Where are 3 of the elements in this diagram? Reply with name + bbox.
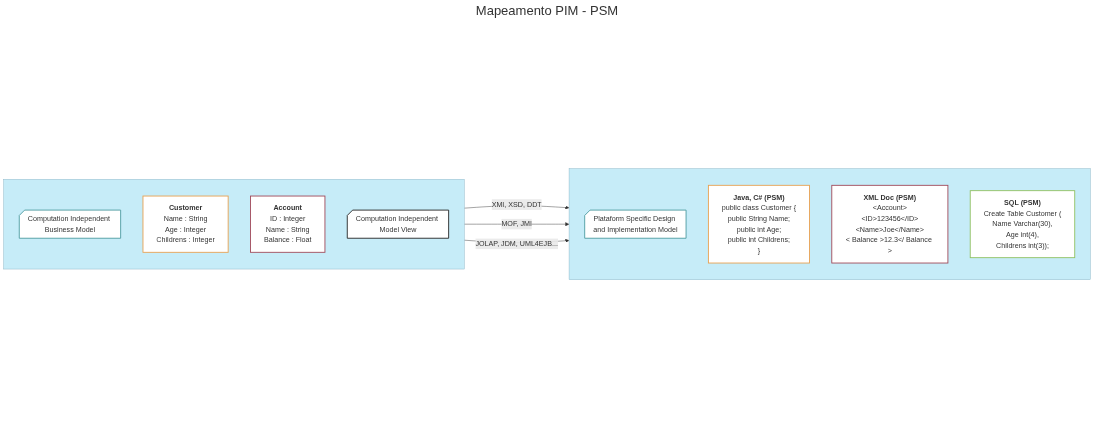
note-text: Mapeamento PIM - PSM <box>475 3 619 18</box>
cluster <box>568 168 1091 280</box>
cluster <box>3 178 465 270</box>
